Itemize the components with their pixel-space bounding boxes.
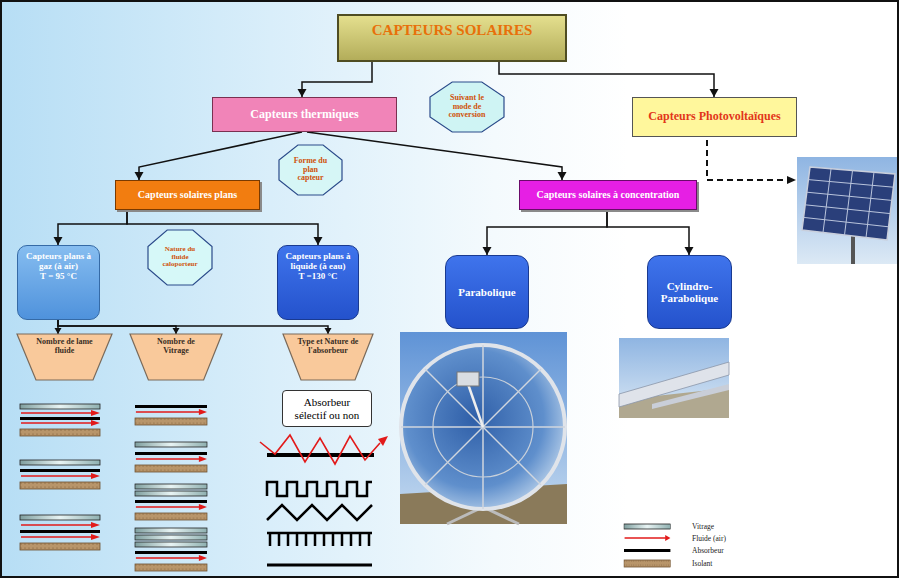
parameter-trapezoid: Nombre de lame fluide xyxy=(17,334,112,380)
node-label: Nature du fluide caloporteur xyxy=(159,246,201,269)
criterion-octagon: Nature du fluide caloporteur xyxy=(148,230,212,285)
connector-line xyxy=(487,210,607,255)
title-box: CAPTEURS SOLAIRES xyxy=(337,14,567,62)
connector xyxy=(607,210,694,255)
connector-line xyxy=(607,210,689,255)
connector-line xyxy=(58,320,176,334)
dashed-arrow xyxy=(707,140,796,184)
arrowhead xyxy=(710,89,719,97)
connector xyxy=(58,320,332,334)
connector xyxy=(307,132,567,180)
type-box: Capteurs plans à liquide (à eau)T =130 °… xyxy=(277,245,359,320)
connector xyxy=(499,62,719,97)
node-detail: T = 95 °C xyxy=(40,271,77,281)
arrowhead xyxy=(314,237,323,245)
arrowhead xyxy=(483,247,492,255)
connector xyxy=(483,210,608,255)
arrowhead xyxy=(685,247,694,255)
note-box: Absorbeur sélectif ou non xyxy=(282,390,372,427)
type-box: Capteurs plans à gaz (à air)T = 95 °C xyxy=(17,245,100,320)
parabolic-trough-photo xyxy=(619,338,729,418)
arrowhead xyxy=(135,172,144,180)
node-label: Forme du plan capteur xyxy=(290,157,331,184)
arrowhead xyxy=(55,328,62,334)
category-box: Capteurs Photovoltaïques xyxy=(632,97,797,137)
legend-text: Vitrage xyxy=(692,522,714,531)
arrowhead xyxy=(325,328,332,334)
arrowhead xyxy=(298,89,307,97)
arrowhead xyxy=(173,328,180,334)
node-label: CAPTEURS SOLAIRES xyxy=(372,22,532,39)
connector xyxy=(298,62,373,97)
criterion-octagon: Forme du plan capteur xyxy=(279,145,342,195)
node-label: Parabolique xyxy=(458,286,515,298)
node-label: Cylindro-Parabolique xyxy=(652,280,727,305)
node-label: Capteurs Photovoltaïques xyxy=(648,110,780,123)
legend-text: Absorbeur xyxy=(692,546,724,555)
node-label: Absorbeur sélectif ou non xyxy=(287,396,367,421)
type-box: Parabolique xyxy=(445,255,529,329)
node-label: Capteurs plans à liquide (à eau) xyxy=(282,251,354,271)
node-label: Capteurs solaires plans xyxy=(138,189,237,200)
node-label: Nombre de lame fluide xyxy=(31,338,98,356)
connector-line xyxy=(139,132,302,180)
type-box: Cylindro-Parabolique xyxy=(647,255,732,329)
parameter-trapezoid: Type et Nature de l'absorbeur xyxy=(283,334,373,380)
node-label: Capteurs solaires à concentration xyxy=(537,189,680,200)
node-label: Suivant le mode de conversion xyxy=(441,94,493,121)
connector xyxy=(54,210,128,245)
node-label: Capteurs thermiques xyxy=(250,108,358,121)
connector-line xyxy=(58,210,127,245)
glazing-schematics xyxy=(135,405,207,571)
arrowhead xyxy=(558,172,567,180)
connector-line xyxy=(58,320,328,334)
criterion-octagon: Suivant le mode de conversion xyxy=(430,82,504,132)
pv-panel-photo xyxy=(797,157,899,264)
connector-line xyxy=(302,62,372,97)
legend-text: Isolant xyxy=(692,559,712,568)
layer-schematics xyxy=(20,404,100,550)
node-detail: T =130 °C xyxy=(298,271,337,281)
category-box: Capteurs thermiques xyxy=(212,97,397,132)
node-label: Capteurs plans à gaz (à air) xyxy=(22,251,95,271)
connector xyxy=(135,132,303,180)
connector-line xyxy=(499,62,714,97)
legend-samples xyxy=(624,524,670,567)
absorber-profiles xyxy=(260,435,388,565)
node-label: Type et Nature de l'absorbeur xyxy=(297,338,359,356)
category-box: Capteurs solaires plans xyxy=(115,180,260,210)
legend-text: Fluide (air) xyxy=(692,534,726,543)
connector xyxy=(58,320,180,334)
parabolic-dish-photo xyxy=(400,332,567,524)
arrowhead xyxy=(54,237,63,245)
category-box: Capteurs solaires à concentration xyxy=(519,180,697,210)
connector-line xyxy=(307,132,562,180)
node-label: Nombre de Vitrage xyxy=(144,338,208,356)
parameter-trapezoid: Nombre de Vitrage xyxy=(130,334,222,380)
